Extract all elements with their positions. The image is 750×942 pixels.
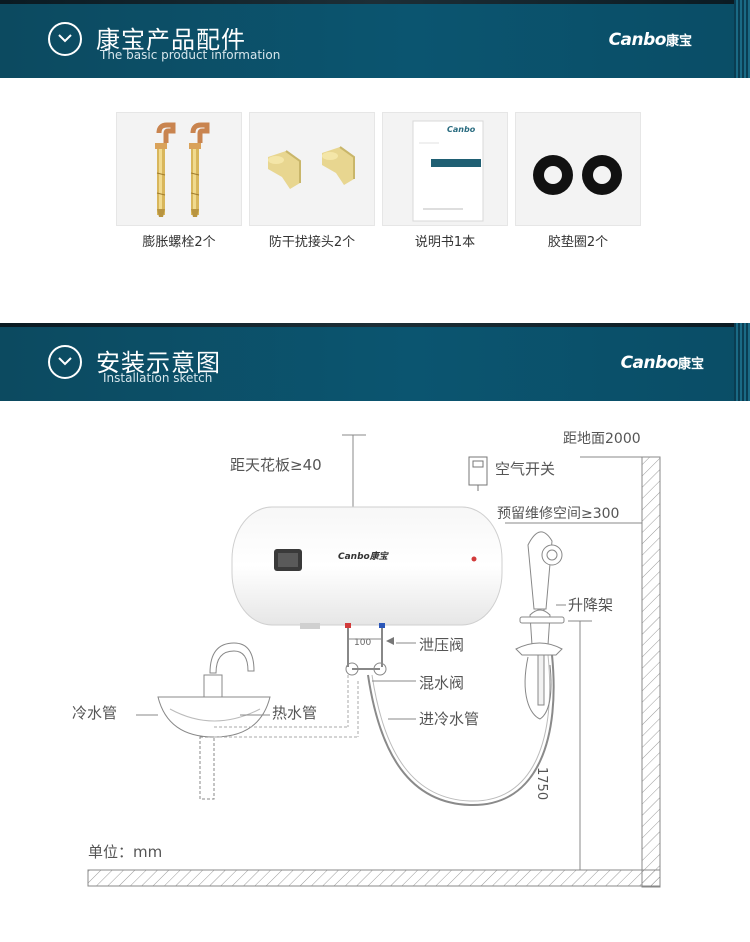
air-switch-label: 空气开关 bbox=[495, 460, 556, 478]
height-1750-label: 1750 bbox=[534, 767, 549, 801]
floor-distance-label: 距地面2000 bbox=[563, 431, 641, 447]
manual-image: Canbo bbox=[382, 112, 508, 226]
canbo-logo: Canbo康宝 bbox=[620, 353, 704, 373]
accessory-item: 胶垫圈2个 bbox=[515, 112, 641, 250]
section-subtitle: The basic product information bbox=[100, 48, 281, 62]
cold-inlet-label: 进冷水管 bbox=[419, 710, 480, 728]
canbo-logo: Canbo康宝 bbox=[608, 30, 692, 50]
rubber-washer-image bbox=[515, 112, 641, 226]
hot-pipe-label: 热水管 bbox=[272, 704, 318, 722]
section-subtitle: Installation sketch bbox=[103, 371, 213, 385]
cold-pipe-label: 冷水管 bbox=[72, 704, 118, 722]
accessories-banner: 康宝产品配件 The basic product information Can… bbox=[0, 0, 750, 78]
installation-banner: 安装示意图 Installation sketch Canbo康宝 bbox=[0, 323, 750, 401]
expansion-bolt-image bbox=[116, 112, 242, 226]
pressure-valve-label: 泄压阀 bbox=[419, 636, 465, 654]
chevron-circle-icon bbox=[48, 22, 82, 56]
accessory-label: 膨胀螺栓2个 bbox=[142, 235, 216, 250]
accessory-label: 防干扰接头2个 bbox=[268, 235, 356, 250]
anti-interference-joint-image bbox=[249, 112, 375, 226]
section-title: 康宝产品配件 bbox=[96, 26, 246, 54]
accessory-label: 说明书1本 bbox=[414, 235, 476, 250]
unit-label: 单位：mm bbox=[88, 843, 163, 861]
diagram-drawing bbox=[87, 434, 661, 888]
installation-diagram: 距天花板≥40 距地面2000 空气开关 预留维修空间≥300 升降架 泄压阀 … bbox=[0, 405, 750, 942]
mixing-valve-label: 混水阀 bbox=[419, 674, 465, 692]
accessory-item: 膨胀螺栓2个 bbox=[116, 112, 242, 250]
accessory-item: 防干扰接头2个 bbox=[249, 112, 375, 250]
maintenance-space-label: 预留维修空间≥300 bbox=[497, 506, 620, 522]
pipe-spacing-label: 100 bbox=[354, 638, 372, 648]
section-title: 安装示意图 bbox=[96, 349, 221, 377]
ceiling-distance-label: 距天花板≥40 bbox=[230, 456, 322, 474]
chevron-circle-icon bbox=[48, 345, 82, 379]
manual-brand: Canbo bbox=[447, 125, 476, 134]
accessory-item: Canbo 说明书1本 bbox=[382, 112, 508, 250]
heater-brand: Canbo康宝 bbox=[338, 552, 388, 562]
accessory-label: 胶垫圈2个 bbox=[547, 235, 609, 250]
accessories-grid: 膨胀螺栓2个 防干扰接头2个 bbox=[116, 112, 641, 252]
lift-rack-label: 升降架 bbox=[568, 596, 614, 614]
